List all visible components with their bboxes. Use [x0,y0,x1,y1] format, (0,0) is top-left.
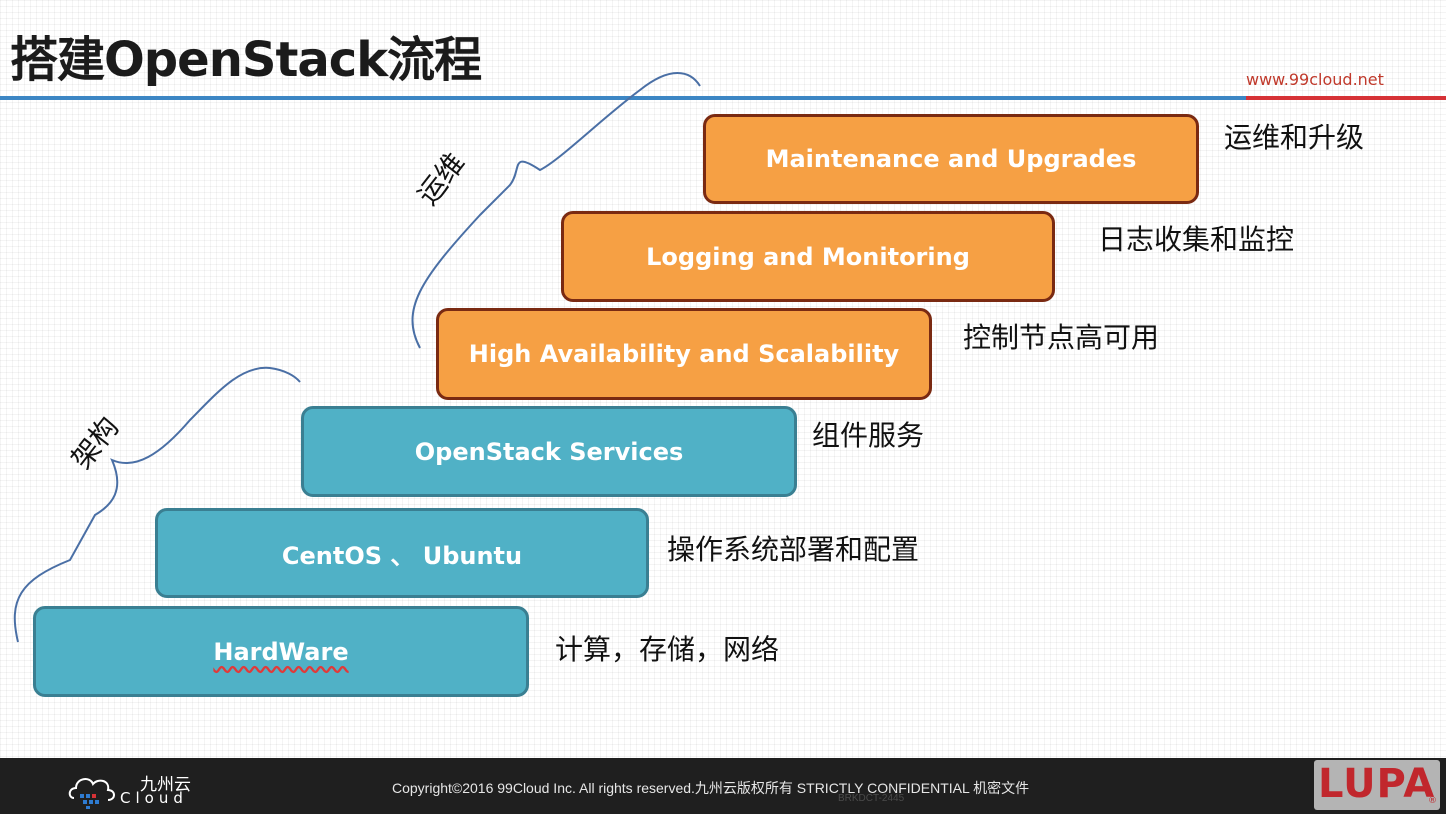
step-cn-hardware: 计算，存储，网络 [555,633,780,666]
step-maintenance-upgrades: Maintenance and Upgrades [703,114,1199,204]
step-logging-monitoring: Logging and Monitoring [561,211,1055,302]
step-label: Logging and Monitoring [646,242,970,271]
session-code: BRKDCT-2445 [838,793,905,804]
arch-brace [13,366,301,643]
step-label: HardWare [213,637,349,666]
step-cn-openstack-services: 组件服务 [812,419,925,452]
step-label: OpenStack Services [414,437,684,466]
step-hardware: HardWare [33,606,529,697]
logo-en-text: Cloud [120,789,188,807]
step-cn-centos-ubuntu: 操作系统部署和配置 [667,533,920,566]
lupa-logo: LUPA ® [1314,760,1440,810]
step-openstack-services: OpenStack Services [301,406,797,497]
footer: 九州云 Cloud Copyright©2016 99Cloud Inc. Al… [0,758,1446,814]
registered-mark: ® [1428,796,1437,806]
logo-cn-text: 九州云 [140,775,191,795]
site-url: www.99cloud.net [1246,70,1384,89]
ops-brace [411,72,701,349]
step-cn-logging-monitoring: 日志收集和监控 [1098,223,1295,256]
step-centos-ubuntu: CentOS 、 Ubuntu [155,508,649,598]
lupa-logo-text: LUPA [1318,761,1436,807]
99cloud-logo: 九州云 Cloud [66,768,196,810]
step-high-availability: High Availability and Scalability [436,308,932,400]
copyright-text: Copyright©2016 99Cloud Inc. All rights r… [392,780,1030,796]
slide-title: 搭建OpenStack流程 [10,32,482,88]
step-label: CentOS 、 Ubuntu [281,541,523,570]
header-rule-blue [0,96,1246,100]
step-label: Maintenance and Upgrades [765,145,1137,173]
step-label: High Availability and Scalability [468,340,900,368]
cloud-grid-icon [68,778,115,809]
header-rule-red [1246,96,1446,100]
step-cn-high-availability: 控制节点高可用 [963,321,1160,354]
step-cn-maintenance-upgrades: 运维和升级 [1224,121,1365,154]
